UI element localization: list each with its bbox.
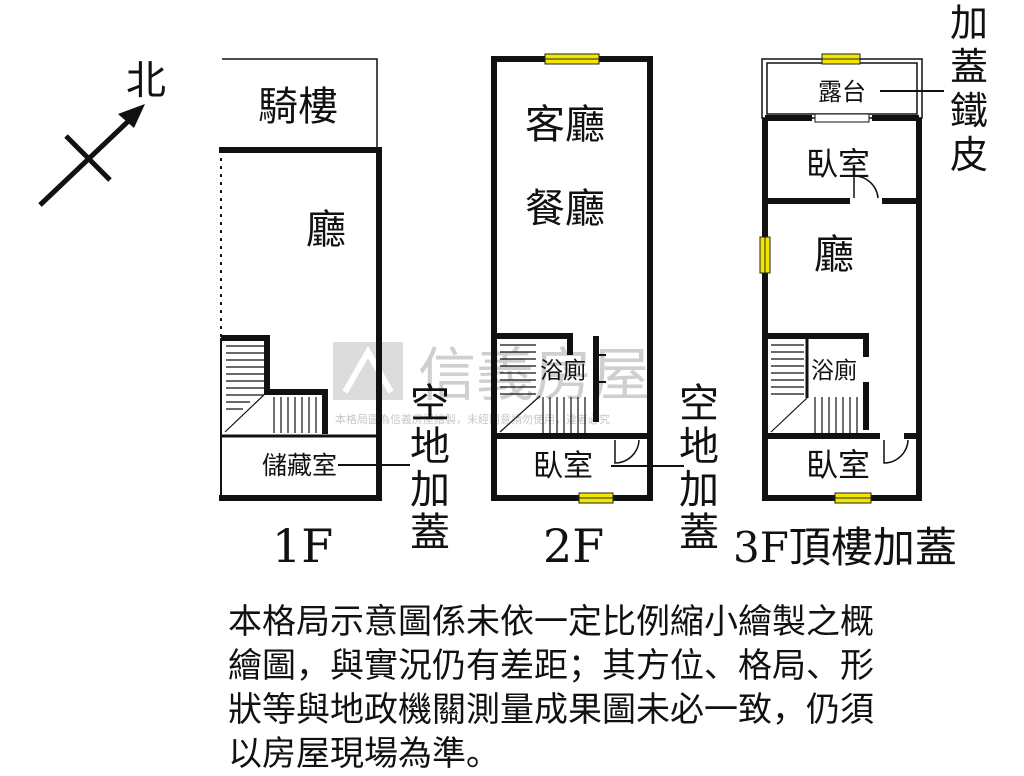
compass-north-label: 北 [126, 58, 166, 104]
disclaimer-line: 以房屋現場為準。 [228, 734, 500, 774]
north-compass: 北 [38, 58, 166, 207]
window-icon [544, 53, 600, 65]
side-note-2f-3: 蓋 [679, 510, 719, 556]
floor-label-2f: 2F [543, 519, 604, 573]
floor-2f: 客廳 餐廳 浴廁 臥室 空 地 加 蓋 2F [491, 53, 719, 573]
side-note-3f-2: 鐵 [950, 89, 988, 133]
side-note-1f-2: 加 [410, 467, 450, 513]
side-note-1f-1: 地 [410, 424, 450, 470]
watermark-brand: 信義房屋 [418, 341, 650, 409]
window-icon [578, 492, 614, 504]
side-note-1f-0: 空 [410, 381, 450, 427]
floor-3f: 露台 臥室 廳 浴廁 臥室 加 蓋 鐵 皮 3F頂樓加蓋 [733, 1, 988, 572]
side-note-2f-0: 空 [679, 381, 719, 427]
side-note-3f-3: 皮 [950, 133, 988, 177]
room-label-terrace: 露台 [818, 78, 866, 106]
disclaimer-line: 本格局示意圖係未依一定比例縮小繪製之概 [228, 602, 874, 642]
floor-label-1f: 1F [272, 519, 333, 573]
room-label-storage: 儲藏室 [262, 451, 337, 480]
watermark-logo [333, 342, 403, 400]
side-note-2f-2: 加 [679, 467, 719, 513]
disclaimer-text: 本格局示意圖係未依一定比例縮小繪製之概 繪圖，與實況仍有差距；其方位、格局、形 … [228, 600, 908, 776]
room-label-bedroom: 臥室 [533, 449, 593, 484]
room-label-dining: 餐廳 [525, 186, 605, 232]
disclaimer-line: 繪圖，與實況仍有差距；其方位、格局、形 [228, 646, 874, 686]
side-note-2f-1: 地 [679, 424, 719, 470]
disclaimer-line: 狀等與地政機關測量成果圖未必一致，仍須 [228, 690, 874, 730]
floor-1f: 騎樓 廳 儲藏室 空 地 加 蓋 1F [219, 58, 450, 573]
watermark-notice: 本格局圖為信義房屋繪製，未經同意請勿使用，違者必究 [335, 412, 610, 426]
window-icon [834, 492, 872, 504]
floor-plan-diagram: 信義房屋 本格局圖為信義房屋繪製，未經同意請勿使用，違者必究 北 [38, 1, 988, 573]
side-note-3f-1: 蓋 [950, 45, 988, 89]
room-label-bathroom: 浴廁 [811, 358, 857, 384]
side-note-3f-0: 加 [950, 1, 988, 45]
window-icon [759, 236, 771, 274]
side-note-1f-3: 蓋 [410, 510, 450, 556]
room-label-bedroom-upper: 臥室 [806, 145, 870, 183]
room-label-arcade: 騎樓 [258, 84, 338, 130]
room-label-living: 客廳 [525, 102, 605, 148]
north-arrow-icon [118, 104, 145, 128]
room-label-bedroom-lower: 臥室 [806, 446, 870, 484]
room-label-hall: 廳 [306, 207, 346, 253]
room-label-hall: 廳 [814, 232, 854, 278]
floor-label-3f: 3F頂樓加蓋 [733, 523, 957, 572]
window-icon [821, 53, 861, 65]
room-label-bathroom: 浴廁 [540, 358, 586, 384]
